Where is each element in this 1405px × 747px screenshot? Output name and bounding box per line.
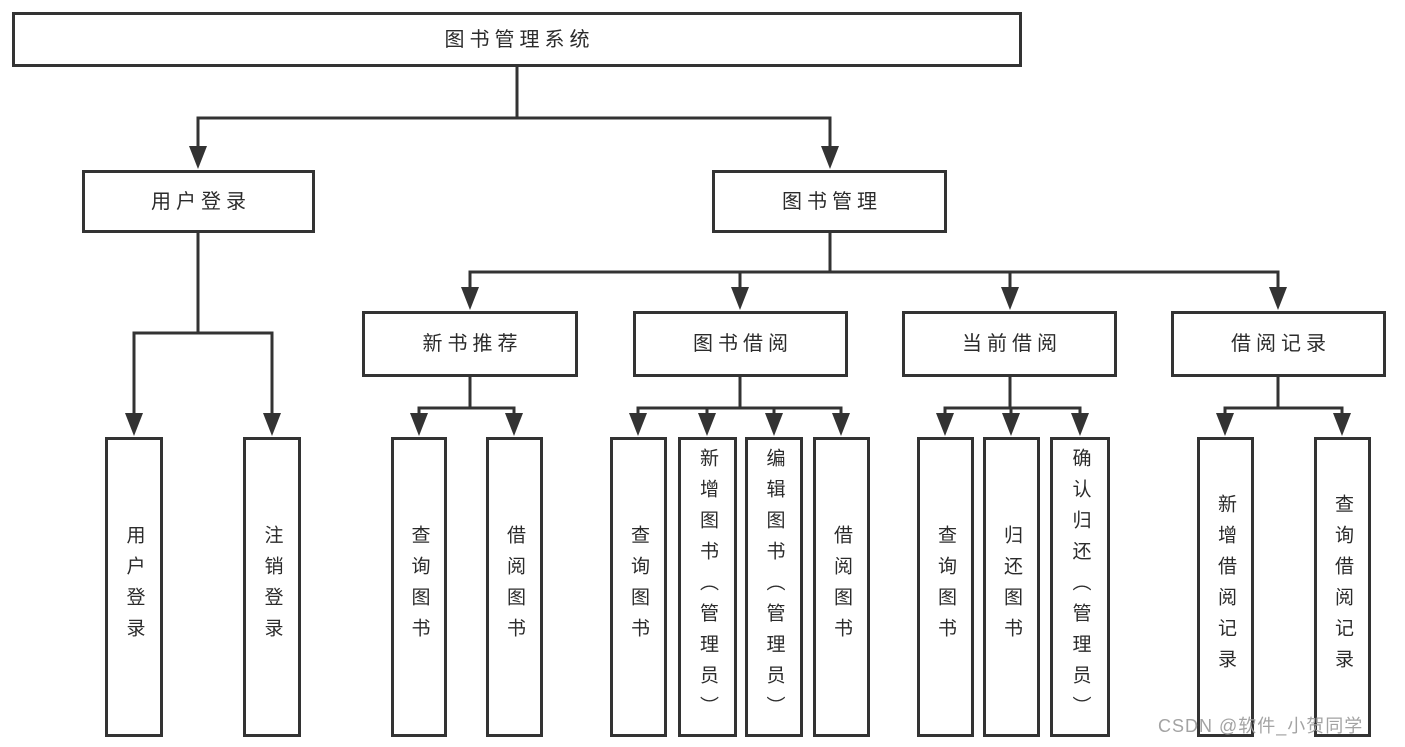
node-new-book-recommendation: 新书推荐 xyxy=(362,311,578,377)
node-label: 查询图书 xyxy=(408,525,430,649)
node-label: 注销登录 xyxy=(261,525,283,649)
node-label: 新书推荐 xyxy=(422,333,523,355)
node-user-login-action: 用户登录 xyxy=(105,437,163,737)
node-book-management: 图书管理 xyxy=(712,170,947,233)
node-label: 新增借阅记录 xyxy=(1215,494,1236,680)
node-label: 图书借阅 xyxy=(693,333,793,355)
node-borrowing-edit-books-admin: 编辑图书（管理员） xyxy=(745,437,803,737)
node-user-login: 用户登录 xyxy=(82,170,315,233)
node-current-query-books: 查询图书 xyxy=(917,437,974,737)
node-label: 图书管理系统 xyxy=(444,28,595,51)
node-label: 查询图书 xyxy=(935,525,956,649)
node-book-borrowing: 图书借阅 xyxy=(633,311,848,377)
node-records-query-borrow-record: 查询借阅记录 xyxy=(1314,437,1371,737)
node-library-management-system: 图书管理系统 xyxy=(12,12,1022,67)
node-label: 新增图书（管理员） xyxy=(697,447,718,727)
node-label: 借阅记录 xyxy=(1231,333,1331,355)
node-recommend-query-books: 查询图书 xyxy=(391,437,447,737)
node-label: 归还图书 xyxy=(1001,525,1022,649)
node-label: 用户登录 xyxy=(123,525,145,649)
node-borrowing-borrow-books: 借阅图书 xyxy=(813,437,870,737)
node-current-return-books: 归还图书 xyxy=(983,437,1040,737)
node-label: 当前借阅 xyxy=(962,333,1062,355)
node-label: 图书管理 xyxy=(782,190,882,213)
node-borrowing-query-books: 查询图书 xyxy=(610,437,667,737)
node-label: 确认归还（管理员） xyxy=(1069,447,1091,727)
node-borrowing-add-books-admin: 新增图书（管理员） xyxy=(678,437,737,737)
node-label: 查询图书 xyxy=(628,525,649,649)
node-label: 查询借阅记录 xyxy=(1332,494,1353,680)
node-label: 借阅图书 xyxy=(504,525,525,649)
node-recommend-borrow-books: 借阅图书 xyxy=(486,437,543,737)
watermark-text: CSDN @软件_小贺同学 xyxy=(1158,716,1364,736)
node-logout-action: 注销登录 xyxy=(243,437,301,737)
node-label: 借阅图书 xyxy=(831,525,852,649)
node-label: 编辑图书（管理员） xyxy=(763,447,785,727)
node-records-add-borrow-record: 新增借阅记录 xyxy=(1197,437,1254,737)
node-current-borrowing: 当前借阅 xyxy=(902,311,1117,377)
node-label: 用户登录 xyxy=(151,190,251,213)
node-current-confirm-return-admin: 确认归还（管理员） xyxy=(1050,437,1110,737)
node-borrowing-records: 借阅记录 xyxy=(1171,311,1386,377)
